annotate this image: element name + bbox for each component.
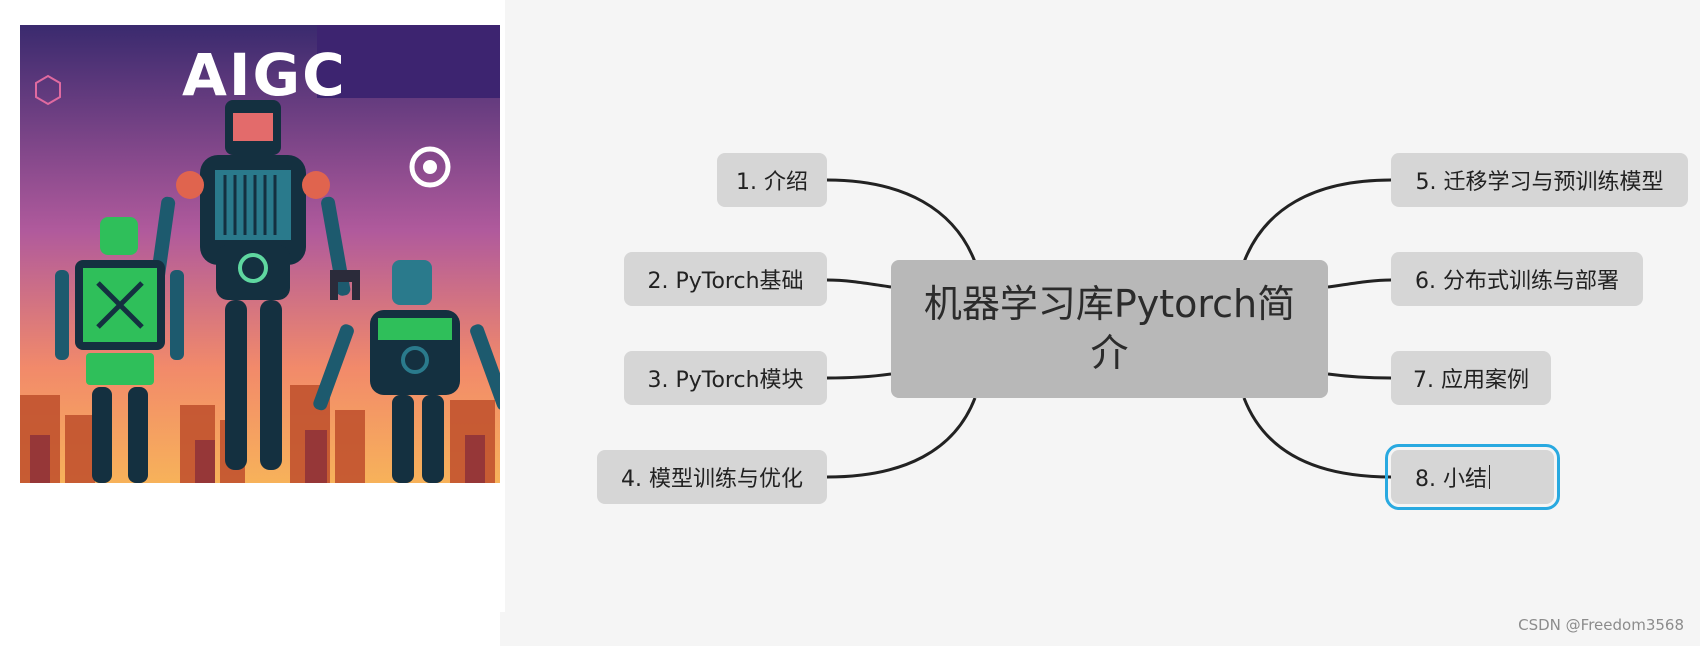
connector-4 <box>826 397 977 479</box>
aigc-title: AIGC <box>182 41 347 109</box>
watermark: CSDN @Freedom3568 <box>1518 616 1684 634</box>
branch-intro[interactable]: 1. 介绍 <box>717 153 827 207</box>
branch-transfer-learning[interactable]: 5. 迁移学习与预训练模型 <box>1391 153 1688 207</box>
branch-distributed-deploy[interactable]: 6. 分布式训练与部署 <box>1391 252 1643 306</box>
branch-applications[interactable]: 7. 应用案例 <box>1391 351 1551 405</box>
connector-7 <box>1327 372 1392 380</box>
branch-summary-label: 8. 小结 <box>1415 467 1487 492</box>
branch-training-optimization[interactable]: 4. 模型训练与优化 <box>597 450 827 504</box>
aigc-robots-illustration: AIGC <box>20 25 511 483</box>
branch-pytorch-basics[interactable]: 2. PyTorch基础 <box>624 252 827 306</box>
canvas-edge <box>500 612 555 646</box>
connector-6 <box>1327 278 1392 289</box>
mindmap-central-topic[interactable]: 机器学习库Pytorch简介 <box>891 260 1328 398</box>
text-caret <box>1488 465 1490 489</box>
branch-summary[interactable]: 8. 小结 <box>1385 444 1560 510</box>
branch-pytorch-modules[interactable]: 3. PyTorch模块 <box>624 351 827 405</box>
connector-1 <box>826 178 977 263</box>
connector-2 <box>826 278 892 289</box>
connector-3 <box>826 372 892 380</box>
connector-8 <box>1242 397 1392 479</box>
connector-5 <box>1242 178 1392 263</box>
